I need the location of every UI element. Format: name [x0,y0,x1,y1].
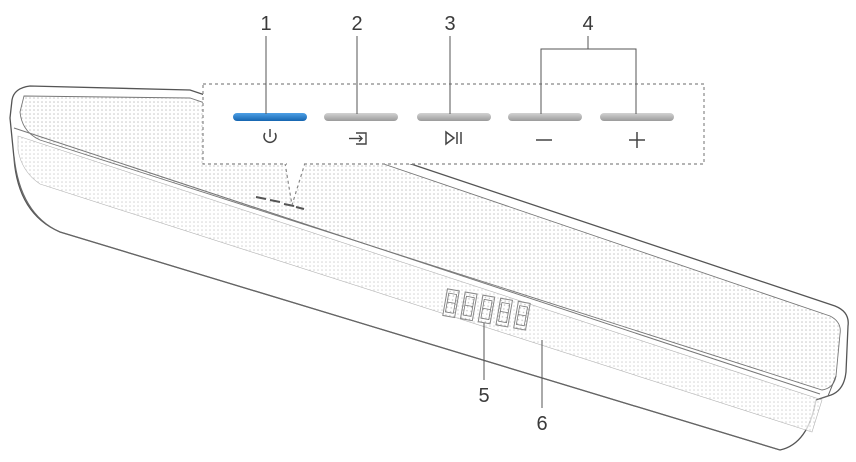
callout-6: 6 [536,413,547,435]
plus-icon [629,132,645,148]
callout-2: 2 [351,13,362,35]
top-buttons-physical [255,196,305,210]
right-end [815,375,837,401]
source-input-icon [349,132,367,145]
callout-4: 4 [582,13,593,35]
source-button[interactable] [324,113,398,121]
led-display [442,288,531,331]
play-pause-button[interactable] [417,113,491,121]
front-top-edge [13,127,821,395]
display-digit [442,288,460,319]
volume-up-button[interactable] [600,113,674,121]
display-digit [459,291,478,322]
power-button[interactable] [233,113,307,121]
callout-1: 1 [260,13,271,35]
display-digit [513,300,531,331]
display-digit [495,297,514,328]
callout-pointer [284,162,306,206]
bottom-edge [13,155,781,451]
volume-down-button[interactable] [508,113,582,121]
callout-5: 5 [478,385,489,407]
callout-3: 3 [444,13,455,35]
play-pause-icon [445,130,462,146]
front-grille [17,135,823,433]
power-icon [263,129,277,143]
control-panel-callout [202,83,705,206]
callout-box [202,83,705,165]
leader-lines [265,36,637,408]
soundbar-body [9,85,849,451]
display-digit [477,294,496,325]
